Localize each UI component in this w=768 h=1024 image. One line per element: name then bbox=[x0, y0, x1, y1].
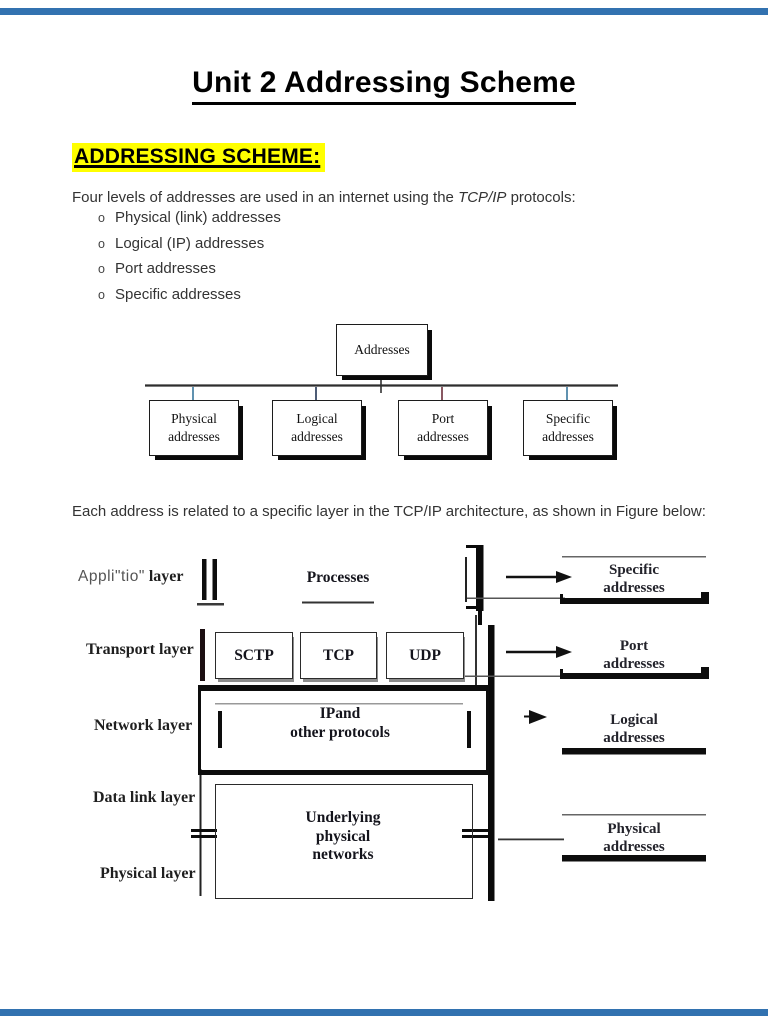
tree-child-box-specific: Specific addresses bbox=[523, 400, 613, 456]
intro-suffix: protocols: bbox=[506, 189, 576, 206]
section-heading: ADDRESSING SCHEME: bbox=[72, 143, 326, 172]
bullet-marker: o bbox=[98, 211, 105, 225]
tree-child-box-physical: Physical addresses bbox=[149, 400, 239, 456]
list-item-label: Logical (IP) addresses bbox=[115, 234, 265, 252]
layer-label-application: Appli"tio" layer bbox=[78, 568, 184, 586]
figure-intro-paragraph: Each address is related to a specific la… bbox=[72, 503, 706, 520]
tree-root-box: Addresses bbox=[336, 324, 428, 376]
intro-prefix: Four levels of addresses are used in an … bbox=[72, 189, 459, 206]
application-label-word: layer bbox=[144, 568, 184, 585]
list-item-label: Port addresses bbox=[115, 260, 216, 278]
bullet-marker: o bbox=[98, 288, 105, 303]
list-item-label: Physical (link) addresses bbox=[115, 209, 281, 226]
protocol-box-tcp: TCP bbox=[300, 632, 377, 679]
bullet-marker: o bbox=[98, 262, 105, 277]
layer-label-transport: Transport layer bbox=[86, 641, 194, 658]
physical-networks-box bbox=[215, 784, 473, 899]
section-heading-wrap: ADDRESSING SCHEME: bbox=[72, 143, 326, 172]
intro-emphasis: TCP/IP bbox=[458, 189, 507, 206]
address-type-list: o Physical (link) addresses o Logical (I… bbox=[98, 209, 281, 312]
network-protocols-box bbox=[198, 685, 489, 775]
protocol-box-sctp: SCTP bbox=[215, 632, 293, 679]
address-block-logical: Logical addresses bbox=[603, 712, 665, 746]
application-label-ocr-text: Appli"tio" bbox=[78, 568, 145, 585]
page-title-wrap: Unit 2 Addressing Scheme bbox=[0, 66, 768, 105]
address-block-specific: Specific addresses bbox=[603, 562, 665, 596]
layer-diagram: Appli"tio" layer Transport layer Network… bbox=[60, 543, 728, 913]
list-item: o Specific addresses bbox=[98, 286, 281, 312]
address-block-physical: Physical addresses bbox=[603, 821, 665, 855]
list-item: o Physical (link) addresses bbox=[98, 209, 281, 235]
layer-diagram-lines bbox=[191, 545, 709, 901]
processes-label: Processes bbox=[306, 569, 370, 586]
tree-child-box-logical: Logical addresses bbox=[272, 400, 362, 456]
top-page-divider bbox=[0, 8, 768, 15]
page-title: Unit 2 Addressing Scheme bbox=[192, 66, 576, 105]
layer-label-physical: Physical layer bbox=[100, 865, 196, 882]
tree-connector-lines bbox=[145, 374, 618, 400]
bottom-page-divider bbox=[0, 1009, 768, 1016]
list-item: o Port addresses bbox=[98, 260, 281, 286]
physical-networks-label: Underlying physical networks bbox=[305, 809, 381, 864]
protocol-box-udp: UDP bbox=[386, 632, 464, 679]
bullet-marker: o bbox=[98, 236, 105, 251]
list-item: o Logical (IP) addresses bbox=[98, 235, 281, 261]
layer-label-datalink: Data link layer bbox=[93, 789, 196, 806]
tree-child-box-port: Port addresses bbox=[398, 400, 488, 456]
network-protocols-label: IPand other protocols bbox=[290, 705, 390, 741]
layer-label-network: Network layer bbox=[94, 717, 193, 734]
address-tree-diagram: Addresses Physical addresses Logical add… bbox=[140, 320, 640, 470]
intro-paragraph: Four levels of addresses are used in an … bbox=[72, 187, 712, 209]
address-block-port: Port addresses bbox=[603, 638, 665, 672]
list-item-label: Specific addresses bbox=[115, 286, 241, 304]
